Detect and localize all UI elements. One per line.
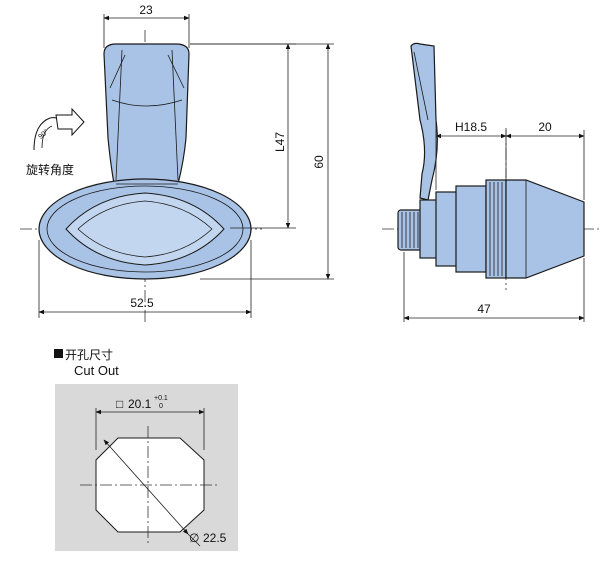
dim-diameter-label: 22.5 — [203, 531, 227, 545]
oval-grip-rim — [46, 185, 244, 273]
dim-47-label: 47 — [477, 302, 491, 316]
dim-23-label: 23 — [139, 3, 153, 17]
dim-20-label: 20 — [538, 120, 552, 134]
dim-60-label: 60 — [312, 155, 326, 169]
front-view: 23 L47 60 52.5 90° 旋转角度 — [20, 3, 334, 325]
cutout-title-marker — [54, 349, 63, 358]
dim-l47-label: L47 — [273, 132, 287, 152]
cutout-title-cn: 开孔尺寸 — [65, 348, 113, 362]
lever-handle — [103, 43, 190, 185]
dim-square-symbol: □ — [116, 397, 123, 411]
dim-square-tol-upper: +0.1 — [154, 395, 168, 402]
side-flange-thread — [489, 182, 503, 276]
oval-grip-inner — [77, 200, 213, 258]
lever-curve — [111, 99, 183, 107]
dim-diameter-leader — [187, 533, 201, 547]
cutout-section: 开孔尺寸 Cut Out □ 20.1 +0.1 0 ∅ 22.5 — [54, 348, 238, 551]
rotation-label: 旋转角度 — [26, 162, 74, 177]
side-flange — [485, 179, 507, 279]
side-grip-hub — [419, 199, 439, 259]
side-lever — [410, 42, 438, 201]
dim-diameter-symbol: ∅ — [189, 531, 199, 545]
cutout-title-en: Cut Out — [74, 363, 119, 378]
side-body-shoulder — [455, 185, 487, 273]
dim-h18-label: H18.5 — [455, 120, 487, 134]
dim-square-label: 20.1 — [128, 397, 152, 411]
side-view: H18.5 20 47 — [382, 42, 600, 322]
side-cylinder — [505, 179, 585, 279]
lever-facet-left — [115, 49, 123, 181]
dim-52-label: 52.5 — [130, 296, 154, 310]
rotation-arrow-icon — [55, 107, 85, 137]
lever-bevel-left — [109, 54, 126, 89]
rotation-icon: 90° — [33, 107, 85, 151]
side-lever-edge — [413, 51, 429, 121]
dim-square-tol-lower: 0 — [159, 403, 163, 410]
side-nut-knurl — [401, 212, 419, 248]
lever-bevel-right — [167, 54, 185, 89]
lever-facet-right — [171, 49, 179, 181]
dim-diameter-line — [103, 439, 189, 535]
